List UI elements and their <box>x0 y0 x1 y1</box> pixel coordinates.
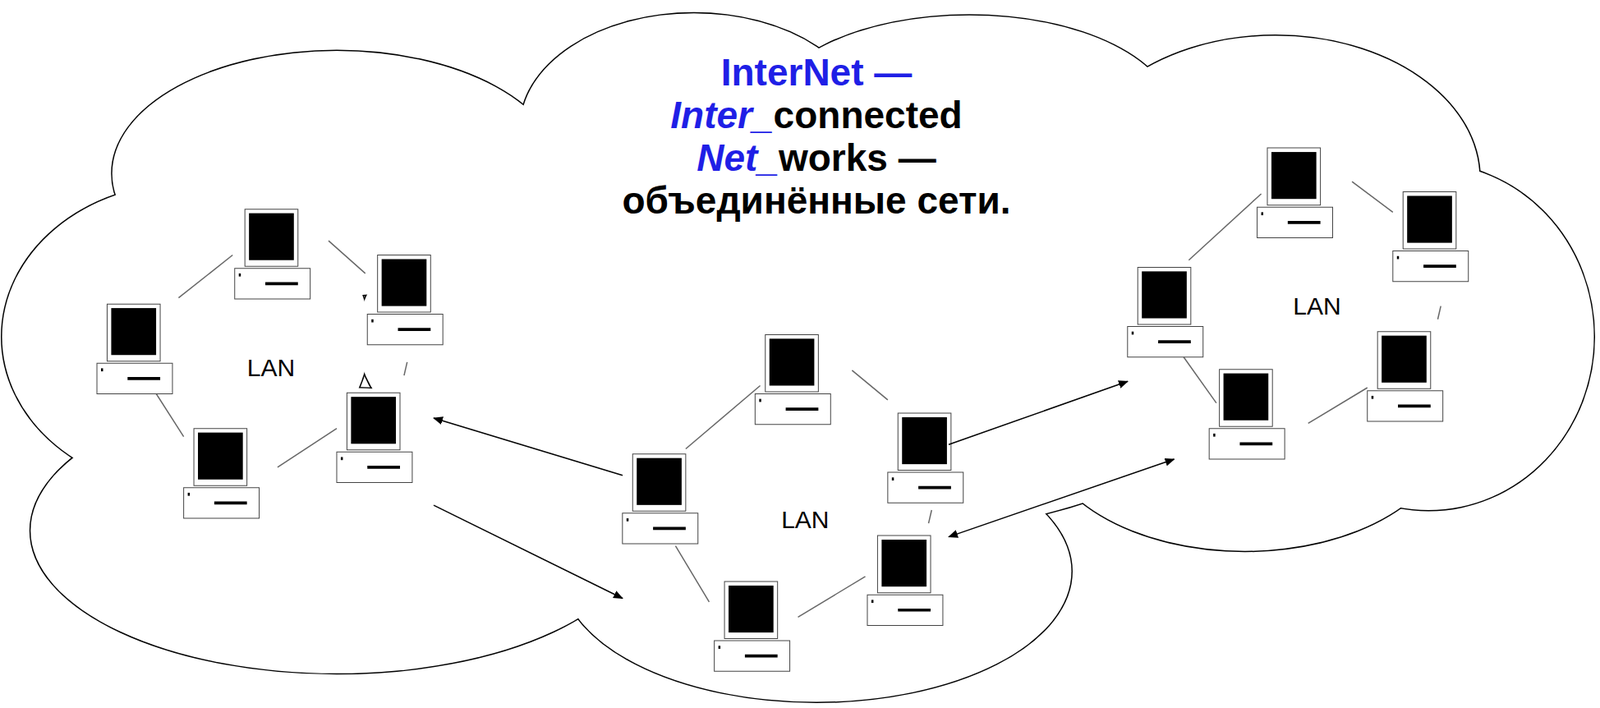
lan-group: LAN <box>622 331 949 674</box>
lan-group: LAN <box>101 209 434 521</box>
title-text: InterNet — Inter_connected Net_works — о… <box>621 50 1011 222</box>
link-arrow <box>948 459 1175 538</box>
lan-label: LAN <box>777 505 833 534</box>
lan-wires <box>151 181 1441 617</box>
cloud-outline <box>1 13 1594 702</box>
cloud-fill <box>1 13 1594 702</box>
lan-label: LAN <box>243 354 299 382</box>
lan-group: LAN <box>1127 147 1486 460</box>
link-arrow <box>433 505 623 598</box>
lan-label: LAN <box>1289 292 1344 321</box>
link-arrow <box>433 418 623 476</box>
computer-icons <box>96 147 1469 672</box>
link-arrow <box>948 381 1128 445</box>
